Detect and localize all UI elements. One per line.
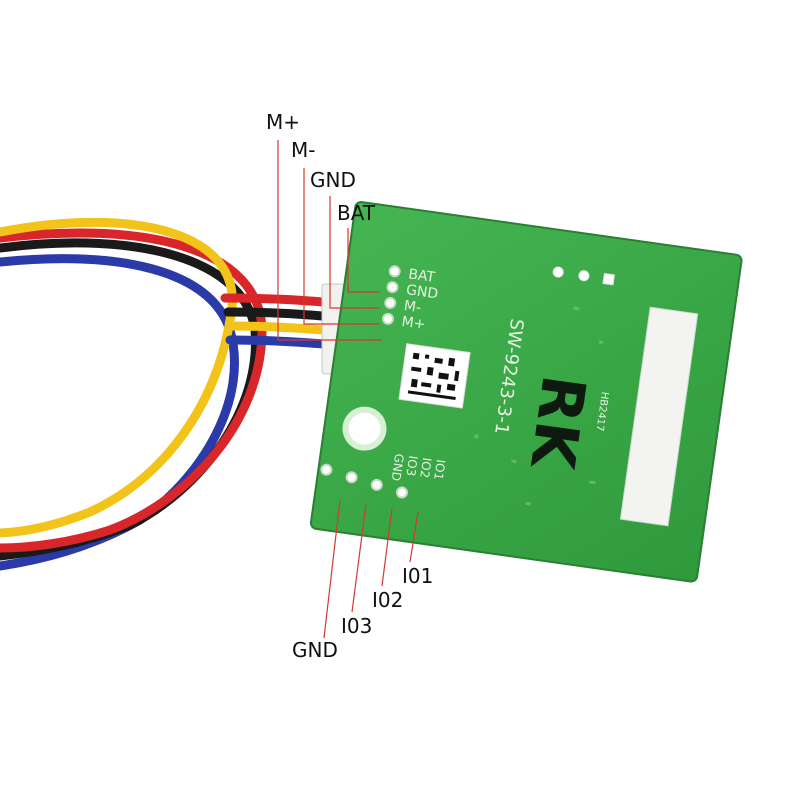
connector-pads <box>382 265 401 325</box>
small-code: HB2417 <box>593 391 609 432</box>
label-io2: I02 <box>372 588 404 612</box>
silk-bat: BAT <box>407 266 436 286</box>
wire-yellow <box>0 217 237 538</box>
datamatrix-label <box>398 343 471 409</box>
io-pads <box>320 463 408 499</box>
antenna-window <box>619 306 699 527</box>
silk-io2: IO2 <box>417 457 434 479</box>
handwritten-mark: RK <box>516 371 599 475</box>
wire-red <box>0 228 267 553</box>
top-leader-lines <box>277 140 382 341</box>
silk-io1: IO1 <box>431 459 448 481</box>
label-m-minus: M- <box>291 138 316 162</box>
silk-m-minus: M- <box>403 298 422 316</box>
label-gnd-bottom: GND <box>292 638 338 662</box>
wire-bundle <box>0 217 340 571</box>
label-bat: BAT <box>337 201 376 225</box>
label-io3: I03 <box>341 614 373 638</box>
silk-gnd-bottom: GND <box>389 453 407 482</box>
label-m-plus: M+ <box>266 110 301 134</box>
label-io1: I01 <box>402 564 434 588</box>
silk-gnd: GND <box>405 282 439 302</box>
wire-black <box>0 238 261 561</box>
wire-blue <box>0 254 239 571</box>
silk-m-plus: M+ <box>401 314 427 333</box>
silk-io3: IO3 <box>403 455 420 477</box>
bottom-leader-lines <box>323 499 419 639</box>
label-gnd-top: GND <box>310 168 356 192</box>
pcb-board: BAT GND M- M+ SW-9243-3-1 RK HB2417 GND … <box>309 201 743 583</box>
